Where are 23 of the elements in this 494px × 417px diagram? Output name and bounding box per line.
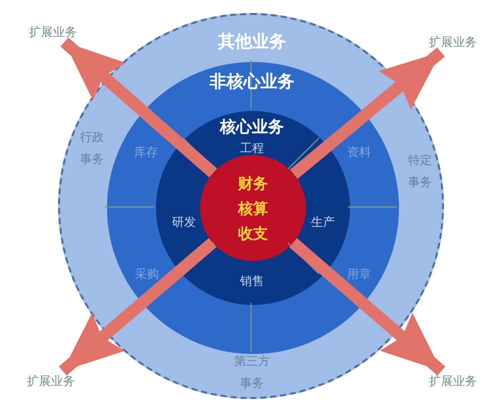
arrow — [289, 238, 446, 376]
sector-label: 销售 — [240, 273, 264, 289]
arrow — [60, 38, 218, 178]
expansion-label: 扩展业务 — [422, 32, 484, 52]
expansion-label: 扩展业务 — [20, 371, 82, 391]
ring-title: 核心业务 — [220, 117, 284, 137]
sector-label: 用章 — [347, 266, 371, 282]
sector-label: 生产 — [311, 214, 335, 230]
arrow — [290, 47, 445, 179]
sector-label: 采购 — [135, 266, 159, 282]
expansion-label: 扩展业务 — [22, 22, 84, 42]
ring-title: 其他业务 — [218, 32, 286, 52]
sector-label: 第三方事务 — [233, 353, 271, 392]
expansion-label: 扩展业务 — [422, 371, 484, 391]
sector-label: 工程 — [240, 140, 264, 156]
sector-label: 研发 — [172, 214, 196, 230]
sector-label: 资料 — [347, 144, 371, 160]
arrow — [58, 238, 217, 376]
center-label: 财务核算收支 — [237, 174, 269, 244]
sector-label: 行政事务 — [79, 129, 105, 168]
sector-label: 特定事务 — [407, 152, 433, 191]
sector-label: 库存 — [134, 144, 158, 160]
ring-title: 非核心业务 — [210, 72, 294, 92]
